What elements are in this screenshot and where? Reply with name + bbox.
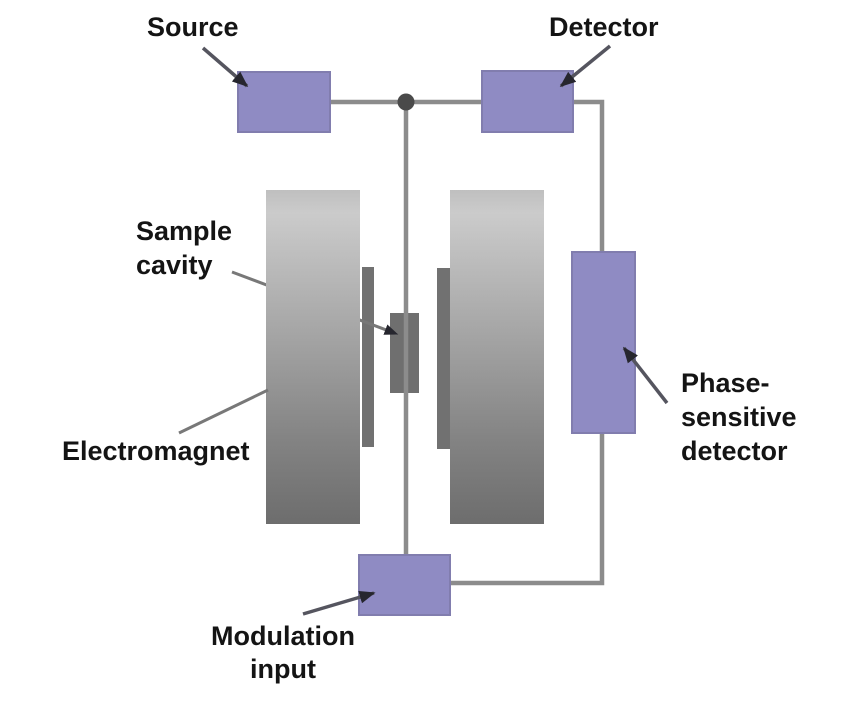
detector-arrow xyxy=(559,44,612,88)
electromagnet-label: Electromagnet xyxy=(62,436,250,466)
phase-sensitive-detector-box xyxy=(571,251,636,434)
junction-dot xyxy=(397,93,415,111)
modulation-coil-left xyxy=(362,267,374,447)
phase-label-line1: Phase- xyxy=(681,368,770,398)
modulation-input-box xyxy=(358,554,451,616)
phase-sensitive-detector-arrow xyxy=(622,346,669,405)
source-label: Source xyxy=(147,12,239,42)
electromagnet-right xyxy=(450,190,544,524)
modulation-input-label: Modulation input xyxy=(183,620,383,686)
modulation-label-line1: Modulation xyxy=(211,621,355,651)
electromagnet-left xyxy=(266,190,360,524)
modulation-input-arrow xyxy=(302,590,376,616)
modulation-label-line2: input xyxy=(250,654,316,684)
phase-label-line3: detector xyxy=(681,436,788,466)
modulation-coil-right xyxy=(437,268,450,449)
source-box xyxy=(237,71,331,133)
phase-label-line2: sensitive xyxy=(681,402,797,432)
source-arrow xyxy=(201,46,249,88)
wire-detector-to-phase xyxy=(573,99,605,254)
detector-label: Detector xyxy=(549,12,659,42)
sample-cavity-label-line2: cavity xyxy=(136,250,213,280)
detector-box xyxy=(481,70,574,133)
wire-phase-to-modulation xyxy=(450,432,605,586)
electromagnet-leader-line xyxy=(178,388,269,435)
sample-cavity-label: Sample cavity xyxy=(136,214,232,282)
sample-cavity-label-line1: Sample xyxy=(136,216,233,246)
phase-sensitive-detector-label: Phase- sensitive detector xyxy=(681,366,797,468)
